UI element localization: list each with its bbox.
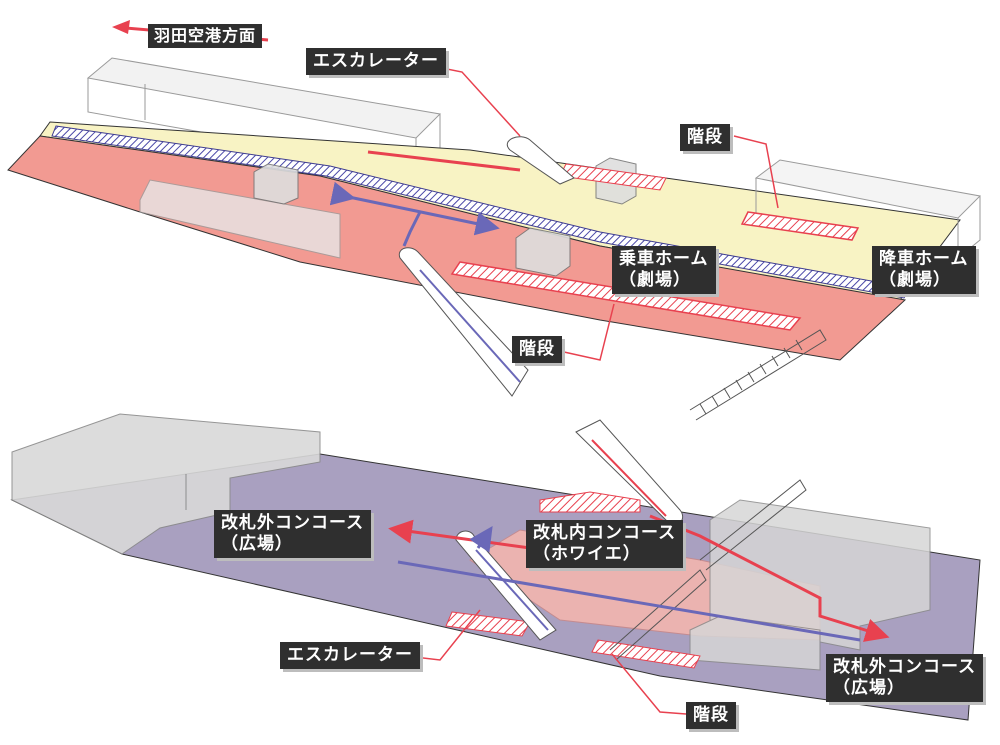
escalator-to-concourse <box>398 247 529 397</box>
escalator-label-lower: エスカレーター <box>280 642 420 669</box>
stair-opening-right <box>740 211 860 241</box>
flow-blue-upper <box>329 181 500 247</box>
stairs-label-upper-right: 階段 <box>680 124 730 151</box>
flow-blue-lower <box>397 560 861 642</box>
inner-concourse-label: 改札内コンコース （ホワイエ） <box>526 520 684 568</box>
flow-red-right <box>649 514 890 642</box>
stairs-label-upper: 階段 <box>512 336 562 363</box>
stair-opening-left <box>450 261 802 331</box>
boarding-platform-label: 乗車ホーム （劇場） <box>612 246 716 294</box>
alighting-platform-line1: 降車ホーム <box>879 249 969 269</box>
upper-level <box>7 57 982 421</box>
stair-flight-lower <box>609 479 807 661</box>
outer-concourse-right-label: 改札外コンコース （広場） <box>826 654 984 702</box>
outer-concourse-left-line2: （広場） <box>221 534 293 554</box>
direction-label: 羽田空港方面 <box>148 24 263 48</box>
boarding-platform-line1: 乗車ホーム <box>619 249 709 269</box>
outer-concourse-left-line1: 改札外コンコース <box>221 513 365 533</box>
inner-concourse-line2: （ホワイエ） <box>533 544 641 564</box>
boarding-platform-line2: （劇場） <box>619 270 691 290</box>
outer-concourse-left-label: 改札外コンコース （広場） <box>214 510 372 558</box>
alighting-platform-label: 降車ホーム （劇場） <box>872 246 976 294</box>
alighting-platform-line2: （劇場） <box>879 270 951 290</box>
outer-concourse-right-line2: （広場） <box>833 678 905 698</box>
escalator-upper <box>507 136 575 185</box>
stairs-label-lower: 階段 <box>686 702 736 729</box>
inner-concourse-line1: 改札内コンコース <box>533 523 677 543</box>
stair-flight-right <box>689 329 827 421</box>
flow-red-left <box>388 519 531 550</box>
flow-red-upper <box>367 150 521 172</box>
escalator-label-upper: エスカレーター <box>306 48 446 75</box>
outer-concourse-right-line1: 改札外コンコース <box>833 657 977 677</box>
